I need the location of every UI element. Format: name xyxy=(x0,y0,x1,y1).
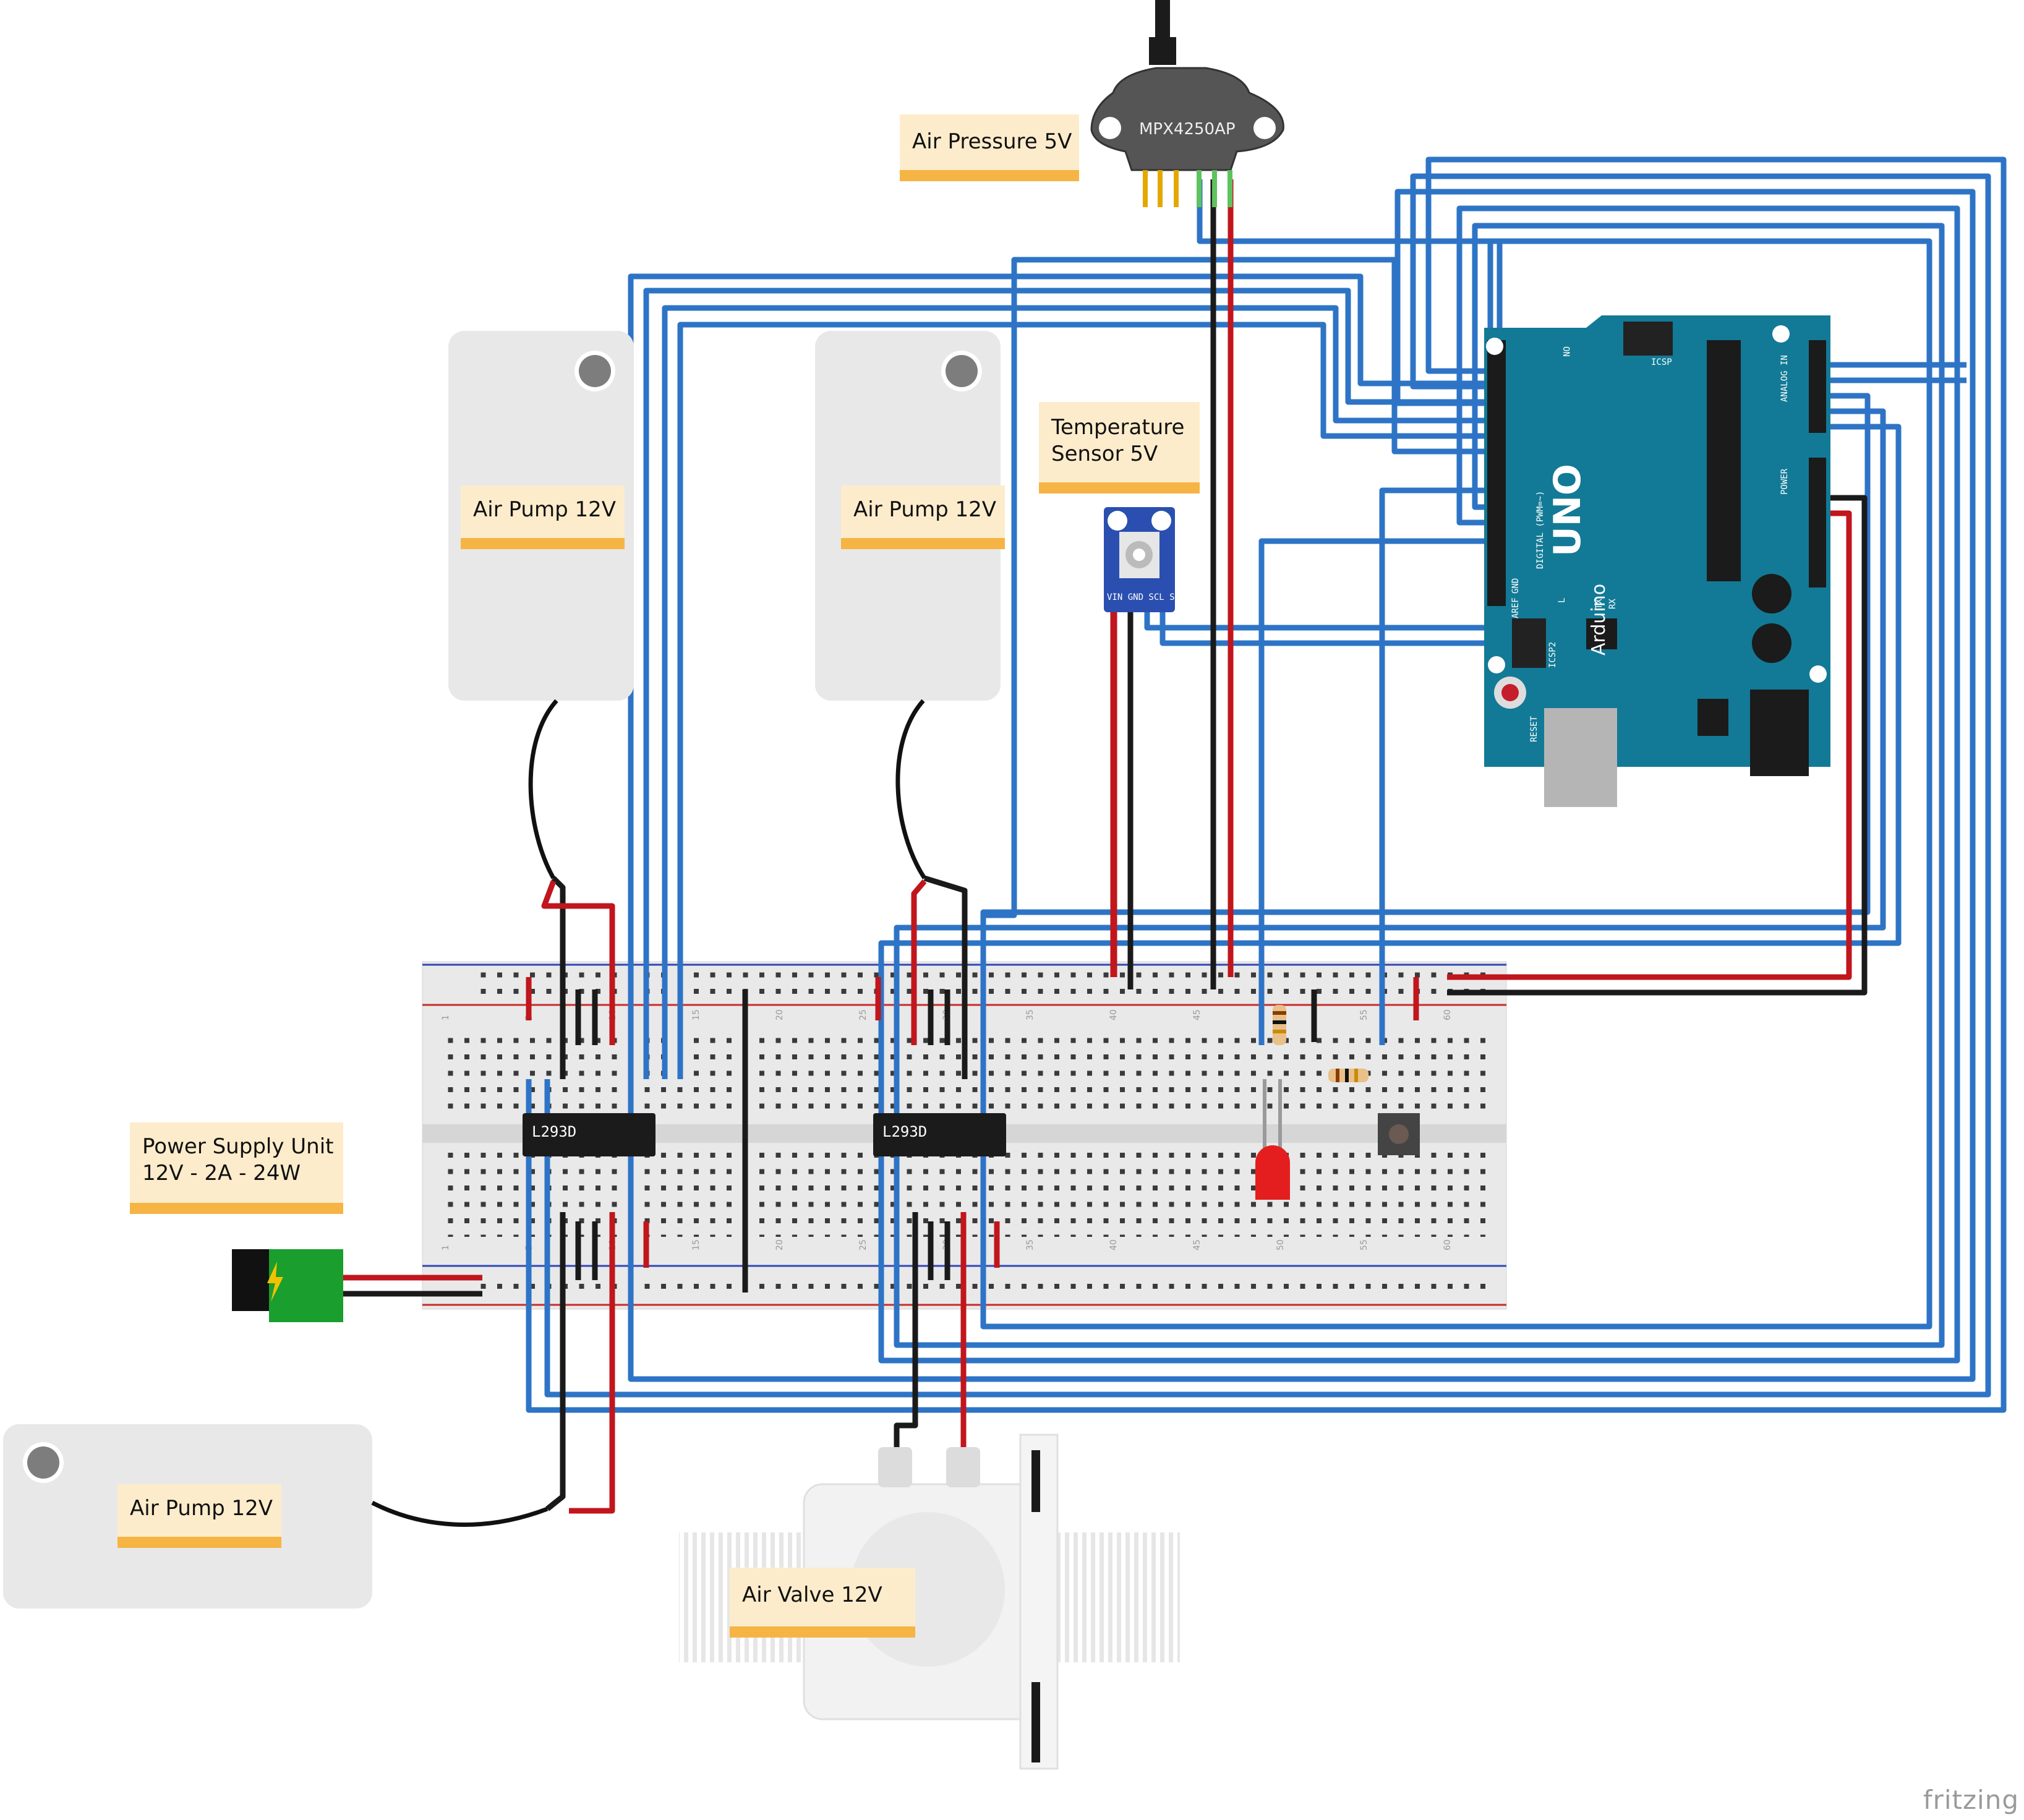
breadboard-column-number: 15 xyxy=(691,1239,701,1250)
breadboard-column-number: 40 xyxy=(1109,1239,1119,1250)
breadboard-column-number: 35 xyxy=(1025,1009,1035,1020)
arduino-digital-label: DIGITAL (PWM=~) xyxy=(1535,491,1545,569)
note-air-pressure: Air Pressure 5V xyxy=(900,114,1079,181)
breadboard-column-number: 40 xyxy=(1109,1009,1119,1020)
air-pump-1 xyxy=(448,331,634,879)
arduino-tx-label: TX xyxy=(1594,599,1604,609)
svg-text:Power Supply Unit: Power Supply Unit xyxy=(142,1134,334,1159)
breadboard-column-number: 35 xyxy=(1025,1239,1035,1250)
arduino-aref-label: AREF xyxy=(1511,597,1521,618)
note-pump-3: Air Pump 12V xyxy=(117,1484,281,1548)
note-temperature: Temperature Sensor 5V xyxy=(1039,402,1200,493)
fritzing-watermark: fritzing xyxy=(1923,1785,2019,1815)
breadboard-column-number: 20 xyxy=(775,1239,785,1250)
breadboard-column-number: 20 xyxy=(775,1009,785,1020)
power-wires xyxy=(340,179,1868,1514)
note-power-supply: Power Supply Unit 12V - 2A - 24W xyxy=(130,1122,343,1214)
pressure-sensor: MPX4250AP xyxy=(1090,0,1284,207)
svg-text:Air Pump 12V: Air Pump 12V xyxy=(473,497,616,522)
arduino-l-label: L xyxy=(1557,598,1567,603)
breadboard-column-number: 55 xyxy=(1359,1009,1369,1020)
breadboard-column-number: 60 xyxy=(1443,1009,1453,1020)
svg-text:12V - 2A - 24W: 12V - 2A - 24W xyxy=(142,1161,301,1186)
breadboard-column-number: 1 xyxy=(441,1015,451,1020)
breadboard-column-number: 55 xyxy=(1359,1239,1369,1250)
breadboard-column-number: 50 xyxy=(1276,1239,1286,1250)
signal-wires xyxy=(526,156,2007,1413)
arduino-rx-label: RX xyxy=(1608,599,1618,609)
svg-text:Air Pump 12V: Air Pump 12V xyxy=(130,1496,273,1521)
svg-text:Sensor 5V: Sensor 5V xyxy=(1051,442,1158,466)
driver2-label: L293D xyxy=(882,1123,927,1140)
breadboard-column-number: 1 xyxy=(441,1245,451,1250)
air-pump-2 xyxy=(815,331,1001,879)
arduino-model: UNO xyxy=(1546,464,1589,557)
breadboard-column-number: 60 xyxy=(1443,1239,1453,1250)
resistor-1 xyxy=(1273,1005,1286,1045)
breadboard-column-number: 25 xyxy=(858,1239,868,1250)
motor-driver-1: L293D xyxy=(523,1113,655,1156)
power-jack xyxy=(232,1249,343,1322)
arduino-uno: UNO Arduino DIGITAL (PWM=~) ON ANALOG IN… xyxy=(1484,315,1830,807)
driver1-label: L293D xyxy=(532,1123,576,1140)
note-pump-2: Air Pump 12V xyxy=(841,485,1005,549)
arduino-brand: Arduino xyxy=(1588,584,1610,656)
arduino-analog-label: ANALOG IN xyxy=(1780,355,1790,402)
note-pump-1: Air Pump 12V xyxy=(461,485,625,549)
arduino-icsp-label: ICSP xyxy=(1651,357,1672,367)
motor-driver-2: L293D xyxy=(873,1113,1006,1156)
resistor-2 xyxy=(1328,1069,1369,1082)
arduino-power-label: POWER xyxy=(1780,468,1790,495)
arduino-on-label: ON xyxy=(1561,346,1571,357)
breadboard-column-number: 15 xyxy=(691,1009,701,1020)
breadboard-column-number: 25 xyxy=(858,1009,868,1020)
breadboard-column-number: 45 xyxy=(1192,1009,1202,1020)
svg-text:Air Pressure 5V: Air Pressure 5V xyxy=(912,129,1072,154)
svg-text:Air Valve 12V: Air Valve 12V xyxy=(742,1583,882,1607)
note-air-valve: Air Valve 12V xyxy=(730,1568,915,1638)
arduino-gnd-label: GND xyxy=(1511,578,1521,594)
temperature-sensor: VIN GND SCL SDA xyxy=(1104,507,1185,612)
push-button xyxy=(1378,1113,1420,1155)
breadboard-column-number: 45 xyxy=(1192,1239,1202,1250)
red-led xyxy=(1255,1079,1290,1200)
arduino-icsp2-label: ICSP2 xyxy=(1548,642,1558,668)
temp-pin-labels: VIN GND SCL SDA xyxy=(1107,592,1185,602)
arduino-reset-label: RESET xyxy=(1529,716,1539,742)
svg-text:Temperature: Temperature xyxy=(1051,415,1184,440)
svg-text:Air Pump 12V: Air Pump 12V xyxy=(853,497,996,522)
pressure-sensor-label: MPX4250AP xyxy=(1139,120,1236,139)
